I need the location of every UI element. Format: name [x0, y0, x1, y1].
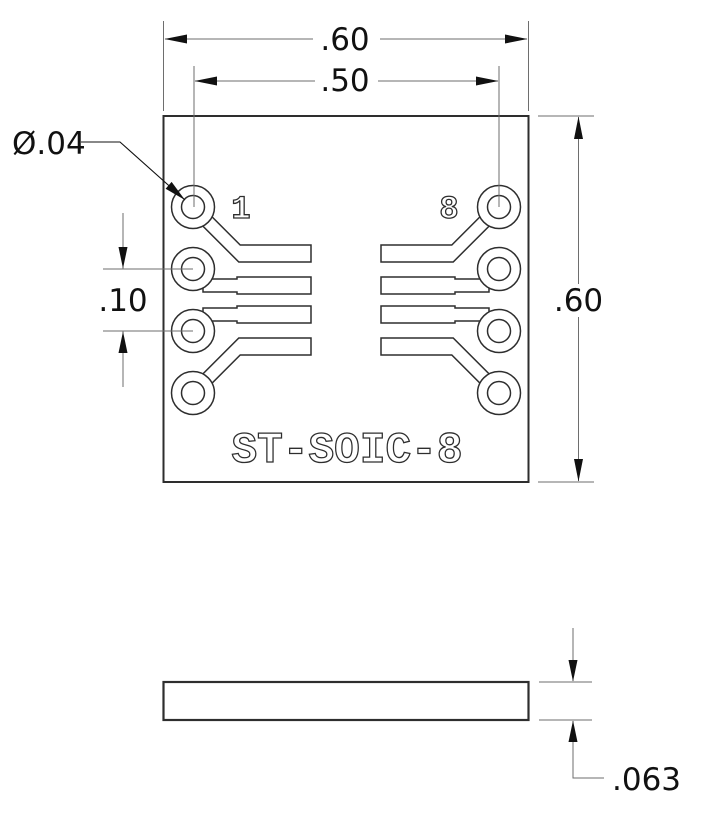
pin8-label: 8 [439, 191, 458, 228]
trace-pin3 [202, 305, 312, 324]
trace-pin7 [380, 276, 490, 295]
dim-hole-callout: Ø.04 [12, 126, 186, 201]
pad-hole [486, 380, 512, 406]
pad-hole [486, 318, 512, 344]
through-hole-pads [170, 184, 522, 416]
board-height-label: .60 [554, 283, 603, 319]
board-outline [162, 115, 530, 483]
silkscreen-text: ST-SOIC-8 [232, 426, 463, 476]
arrowhead-down-icon [568, 660, 578, 682]
pcb-top-view: 1 8 ST-SOIC-8 [162, 115, 530, 483]
arrowhead-up-icon [574, 116, 583, 139]
arrowhead-left-icon [164, 34, 187, 44]
arrowhead-up-icon [568, 720, 578, 742]
pad-span-label: .50 [320, 63, 369, 99]
pad-hole [180, 194, 206, 220]
dim-board-width: .60 [163, 21, 529, 111]
dim-thickness: .063 [539, 628, 681, 798]
pad-hole [180, 380, 206, 406]
dim-board-height: .60 [538, 115, 603, 483]
arrowhead-right-icon [476, 76, 499, 86]
arrowhead-down-icon [574, 459, 583, 482]
board-thickness-label: .063 [612, 762, 681, 798]
pad-hole [486, 256, 512, 282]
board-profile [162, 680, 530, 722]
dimension-annotations: .60 .50 Ø.04 .10 [12, 21, 603, 483]
arrowhead-right-icon [505, 34, 528, 44]
trace-pin2 [202, 276, 312, 295]
dimension-line [572, 721, 604, 779]
pin1-label: 1 [231, 191, 250, 228]
board-width-label: .60 [320, 22, 369, 58]
pcb-side-view: .063 [162, 628, 681, 798]
hole-diameter-label: Ø.04 [12, 126, 86, 162]
trace-pin6 [380, 305, 490, 324]
arrowhead-icon [165, 181, 185, 200]
dim-pad-pitch: .10 [98, 213, 193, 387]
dim-pad-span: .50 [193, 63, 500, 207]
arrowhead-left-icon [194, 76, 217, 86]
leader-line [81, 141, 186, 201]
arrowhead-up-icon [118, 331, 128, 353]
pad-pitch-label: .10 [98, 283, 147, 319]
arrowhead-down-icon [118, 247, 128, 269]
